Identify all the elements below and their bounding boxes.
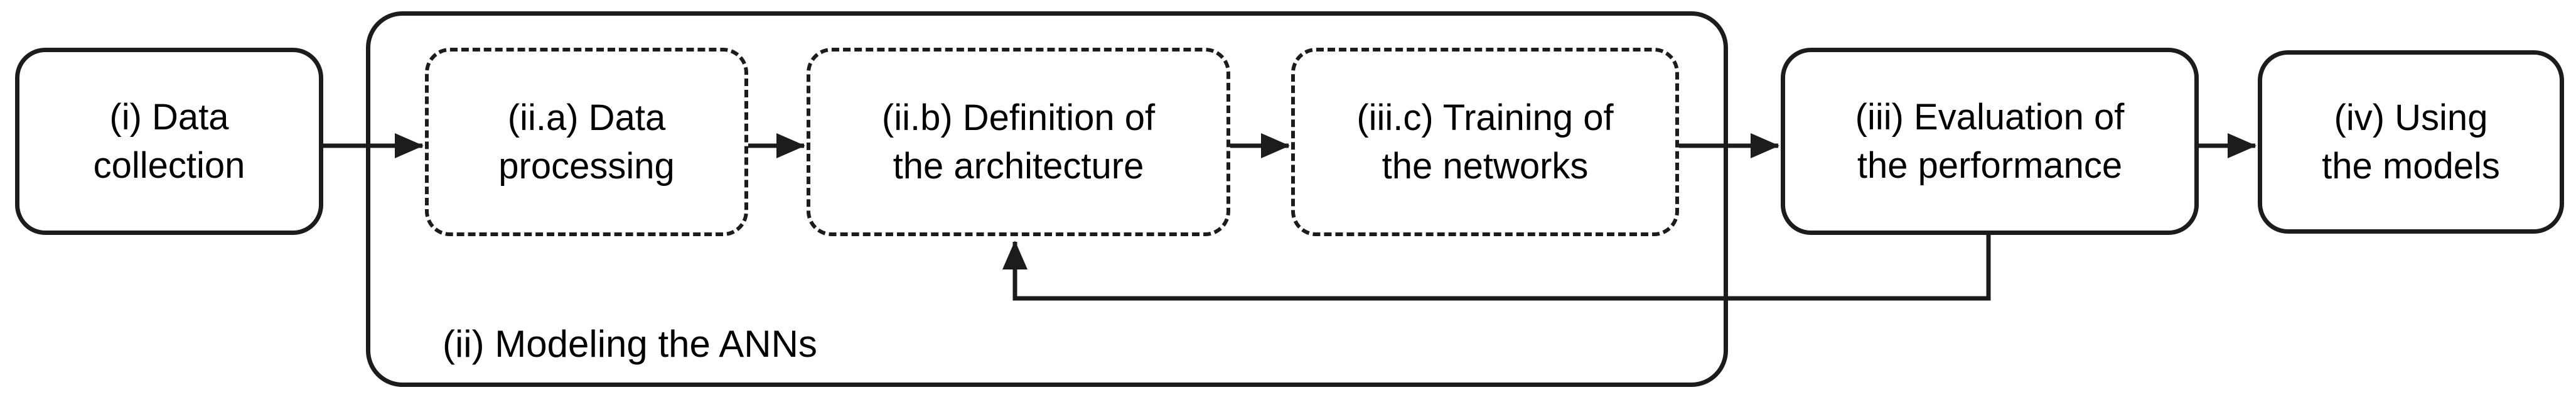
step-label-line: (iii) Evaluation of <box>1855 97 2125 138</box>
step-label-line: the networks <box>1382 146 1589 187</box>
step-label-line: (ii.b) Definition of <box>881 97 1156 138</box>
step-label-line: the architecture <box>893 146 1144 187</box>
modeling-group-box <box>366 11 1728 387</box>
step-label-line: (i) Data <box>109 97 229 138</box>
modeling-group-label: (ii) Modeling the ANNs <box>443 323 817 365</box>
step-architecture-definition: (ii.b) Definition of the architecture <box>807 48 1230 236</box>
step-label-line: (iii.c) Training of <box>1356 97 1614 138</box>
step-label-line: (iv) Using <box>2334 97 2488 138</box>
step-label-line: collection <box>93 145 245 186</box>
feedback-arrow-evaluation-to-architecture-icon <box>1002 235 1991 301</box>
step-label-line: (ii.a) Data <box>507 97 666 138</box>
step-label-line: the performance <box>1857 145 2123 186</box>
step-label-line: the models <box>2322 146 2500 187</box>
step-network-training: (iii.c) Training of the networks <box>1291 48 1679 236</box>
step-model-usage: (iv) Using the models <box>2258 50 2564 234</box>
step-performance-evaluation: (iii) Evaluation of the performance <box>1781 48 2199 235</box>
step-data-collection: (i) Data collection <box>15 48 323 235</box>
step-label-line: processing <box>498 146 675 187</box>
step-data-processing: (ii.a) Data processing <box>425 48 748 236</box>
